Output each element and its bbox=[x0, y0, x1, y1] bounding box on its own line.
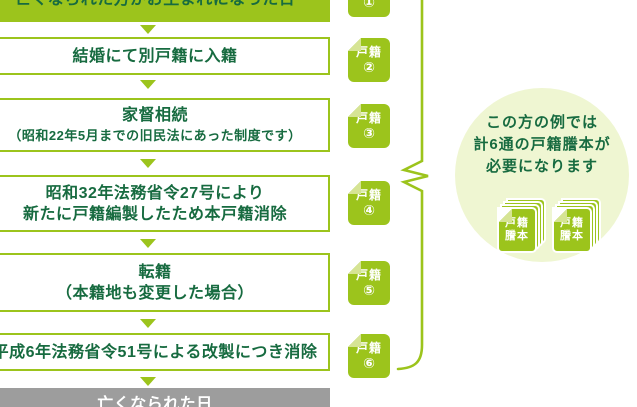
koseki-badge-1-num: ① bbox=[363, 0, 375, 10]
koseki-tohon-stack-icon: 戸籍 謄本 bbox=[552, 198, 602, 253]
koseki-badge-2-label: 戸籍 bbox=[355, 45, 382, 59]
flow-step-tenseki-note: （本籍地も変更した場合） bbox=[55, 284, 254, 302]
brace-bracket bbox=[396, 0, 429, 371]
folded-corner-icon bbox=[348, 334, 361, 347]
down-arrow-icon bbox=[140, 159, 156, 168]
flow-step-showa32-ordinance: 昭和32年法務省令27号により 新たに戸籍編製したため本戸籍消除 bbox=[0, 175, 330, 232]
flow-step-death: 亡くなられた日 bbox=[0, 388, 330, 407]
flow-step-showa32-line2: 新たに戸籍編製したため本戸籍消除 bbox=[22, 205, 287, 223]
koseki-badge-5-num: ⑤ bbox=[363, 282, 375, 298]
down-arrow-icon bbox=[140, 25, 156, 34]
koseki-badge-5-label: 戸籍 bbox=[355, 268, 382, 282]
flow-step-marriage-label: 結婚にて別戸籍に入籍 bbox=[72, 47, 238, 65]
koseki-badge-3-label: 戸籍 bbox=[355, 111, 382, 125]
flow-step-death-label: 亡くなられた日 bbox=[97, 396, 213, 407]
koseki-tohon-stack-icon: 戸籍 謄本 bbox=[497, 198, 547, 253]
koseki-badge-1-icon: 戸籍 ① bbox=[348, 0, 390, 17]
result-line-1: この方の例では bbox=[485, 114, 598, 131]
flow-step-birth-label: 亡くなられた方がお生まれになった日 bbox=[15, 0, 296, 10]
koseki-badge-3-num: ③ bbox=[363, 125, 375, 141]
folded-corner-icon bbox=[348, 38, 361, 51]
stack-label-line2: 謄本 bbox=[560, 230, 584, 242]
flow-step-katoku-title: 家督相続 bbox=[121, 107, 188, 124]
koseki-badge-6-label: 戸籍 bbox=[355, 341, 382, 355]
flow-step-showa32-line1: 昭和32年法務省令27号により bbox=[45, 184, 265, 202]
flow-step-heisei6-ordinance: 平成6年法務省令51号による改製につき消除 bbox=[0, 333, 330, 371]
flow-step-heisei6-label: 平成6年法務省令51号による改製につき消除 bbox=[0, 343, 318, 361]
flow-step-marriage: 結婚にて別戸籍に入籍 bbox=[0, 37, 330, 75]
koseki-badge-4-label: 戸籍 bbox=[355, 188, 382, 202]
koseki-tohon-stacks: 戸籍 謄本 戸籍 謄本 bbox=[497, 198, 602, 253]
flow-step-katoku-souzoku: 家督相続 （昭和22年5月までの旧民法にあった制度です） bbox=[0, 98, 330, 152]
folded-corner-icon bbox=[348, 261, 361, 274]
koseki-badge-2-icon: 戸籍 ② bbox=[348, 38, 390, 82]
result-line-3: 必要になります bbox=[485, 158, 598, 175]
down-arrow-icon bbox=[140, 377, 156, 386]
koseki-badge-6-icon: 戸籍 ⑥ bbox=[348, 334, 390, 378]
down-arrow-icon bbox=[140, 80, 156, 89]
result-text: この方の例では 計6通の戸籍謄本が 必要になります bbox=[455, 88, 629, 178]
folded-corner-icon bbox=[348, 104, 361, 117]
koseki-badge-4-icon: 戸籍 ④ bbox=[348, 181, 390, 225]
folded-corner-icon bbox=[348, 181, 361, 194]
koseki-badge-3-icon: 戸籍 ③ bbox=[348, 104, 390, 148]
folded-corner-icon bbox=[499, 209, 512, 222]
koseki-badge-2-num: ② bbox=[363, 59, 375, 75]
koseki-badge-4-num: ④ bbox=[363, 202, 375, 218]
flow-step-tenseki-title: 転籍 bbox=[138, 263, 172, 281]
flow-step-birth: 亡くなられた方がお生まれになった日 bbox=[0, 0, 330, 22]
down-arrow-icon bbox=[140, 239, 156, 248]
koseki-badge-6-num: ⑥ bbox=[363, 355, 375, 371]
down-arrow-icon bbox=[140, 319, 156, 328]
koseki-badge-5-icon: 戸籍 ⑤ bbox=[348, 261, 390, 305]
folded-corner-icon bbox=[554, 209, 567, 222]
result-line-2: 計6通の戸籍謄本が bbox=[473, 136, 611, 153]
flow-step-katoku-note: （昭和22年5月までの旧民法にあった制度です） bbox=[8, 128, 302, 143]
stack-label-line2: 謄本 bbox=[505, 230, 529, 242]
flow-step-tenseki: 転籍 （本籍地も変更した場合） bbox=[0, 253, 330, 312]
